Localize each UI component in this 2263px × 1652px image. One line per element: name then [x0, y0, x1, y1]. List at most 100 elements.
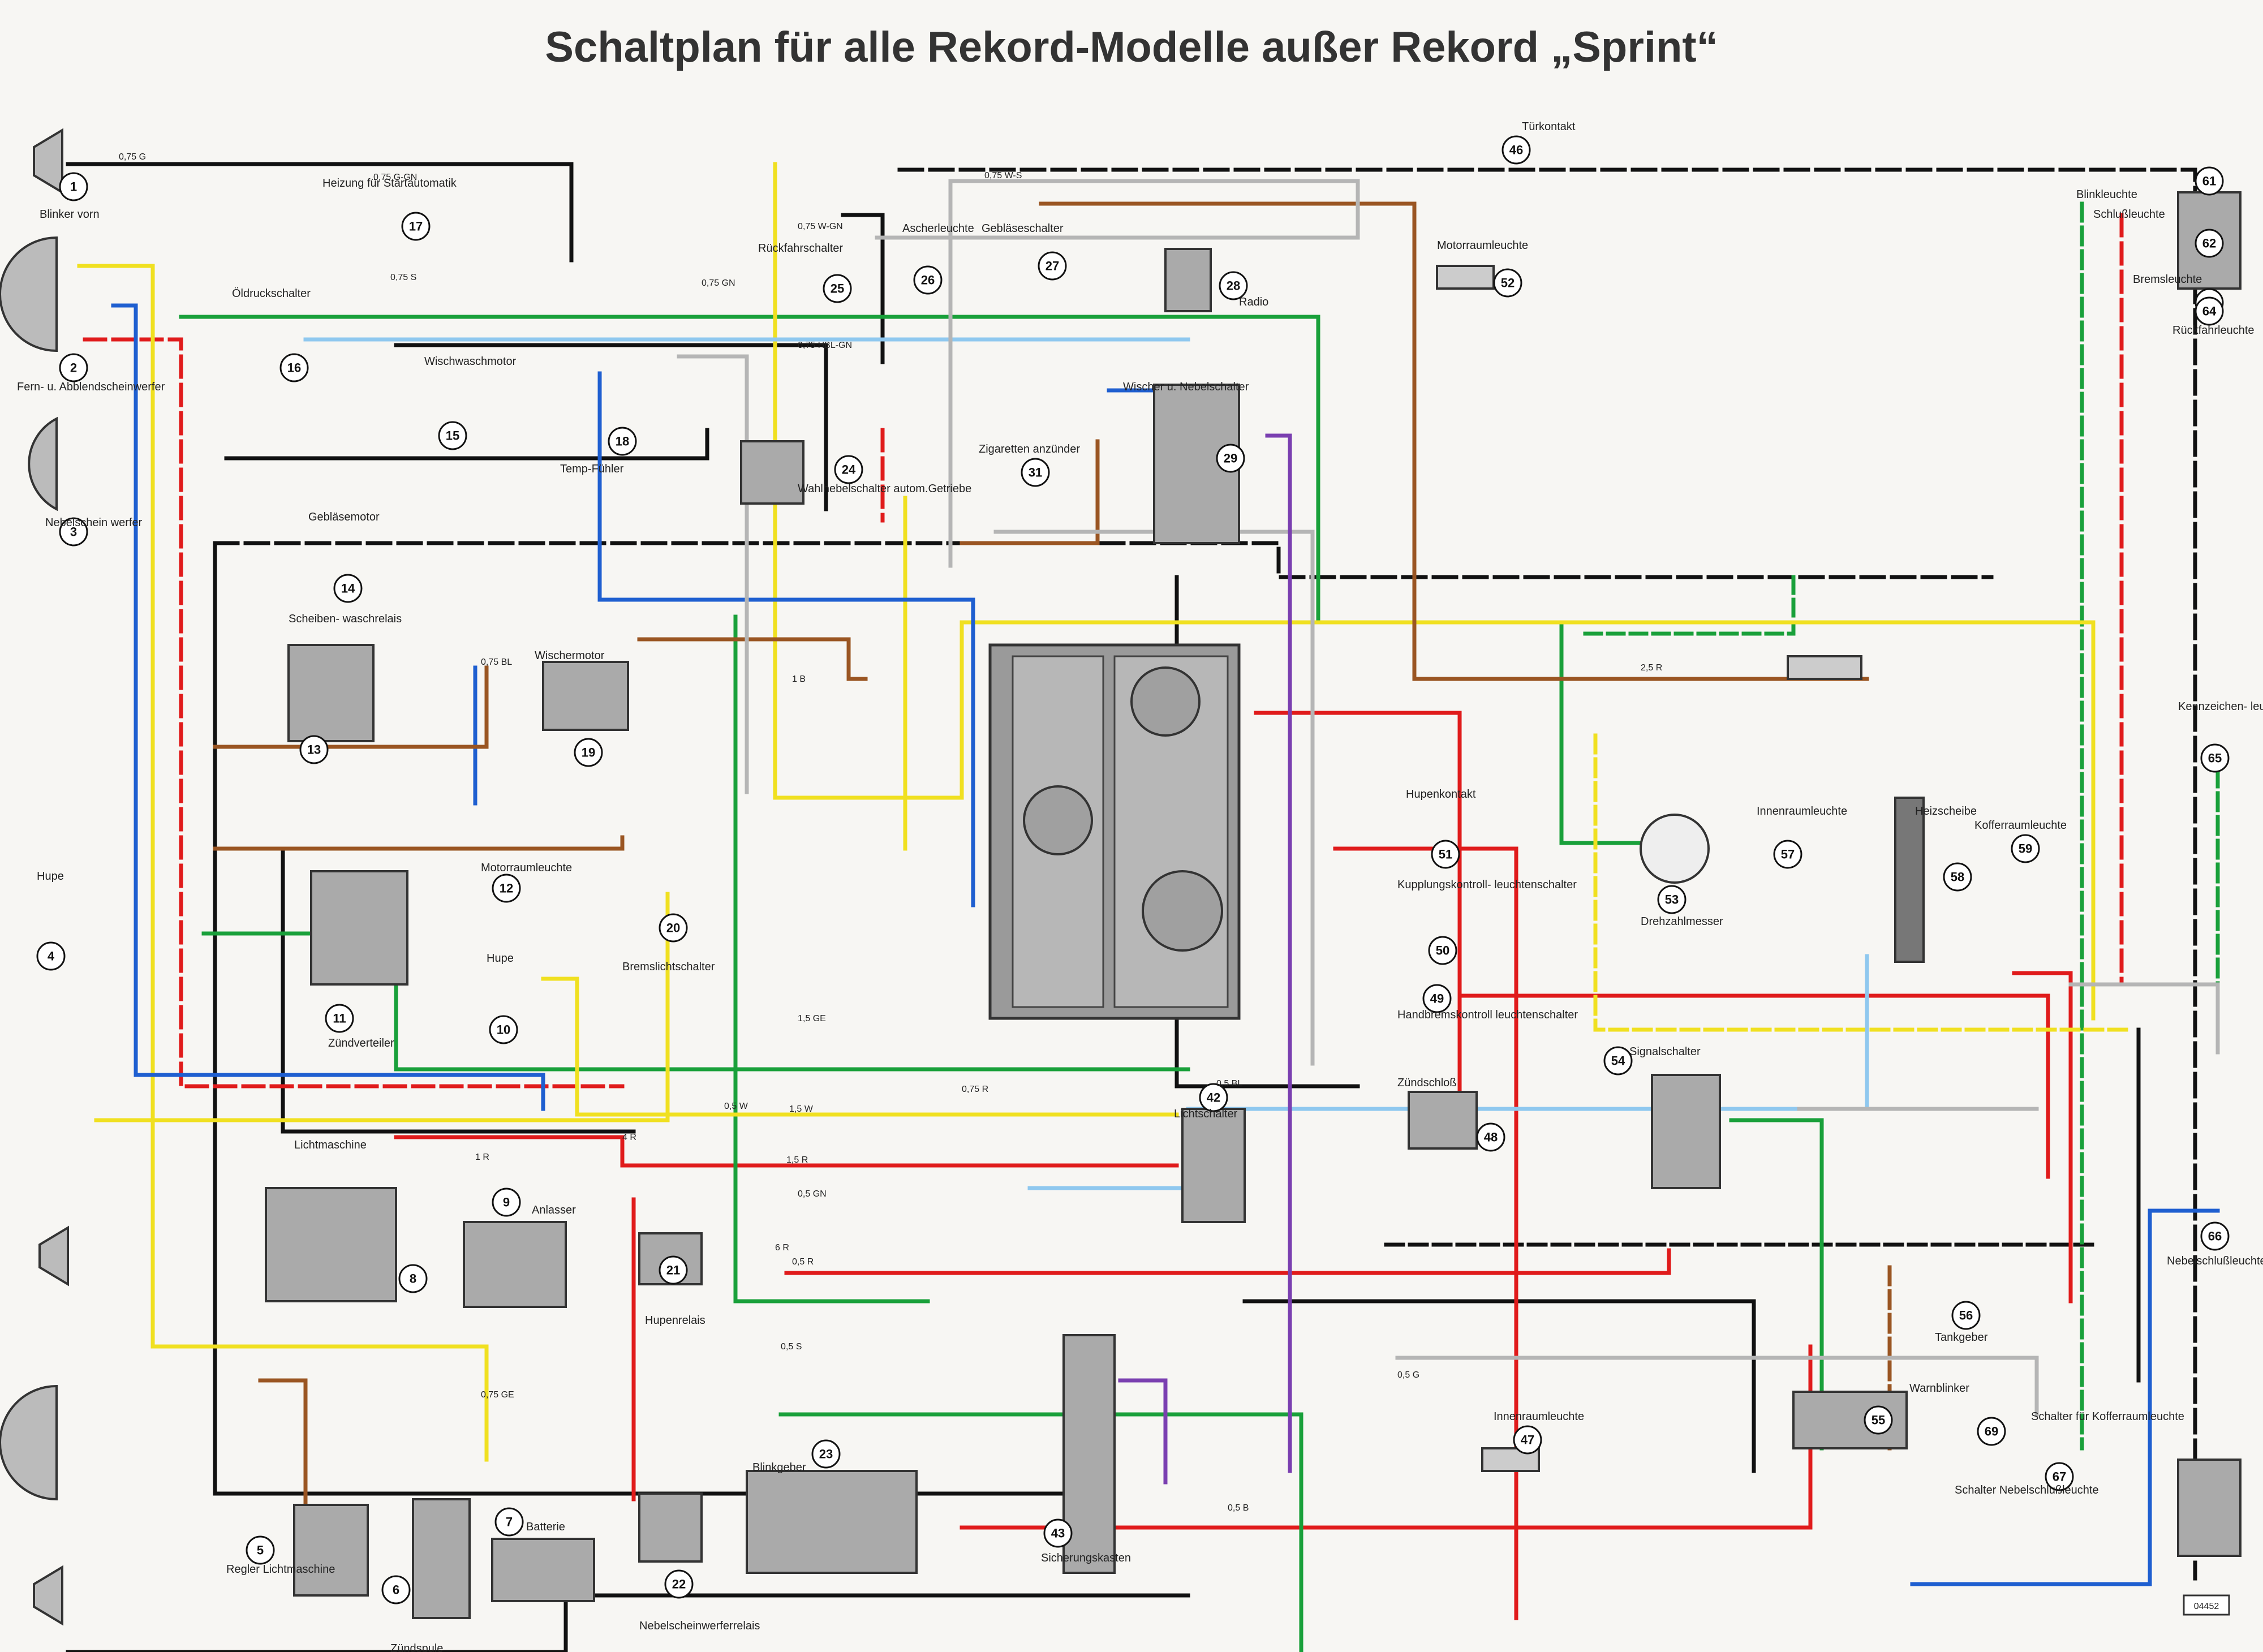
component-47-circle [1513, 1425, 1542, 1455]
component-27-badge: 27 [1038, 251, 1067, 281]
component-1-badge: 1 [59, 172, 88, 201]
component-57-circle [1773, 840, 1802, 869]
component-5-circle [246, 1535, 275, 1565]
component-symbols [0, 128, 2242, 1626]
component-24-circle [834, 455, 863, 484]
component-46-badge: 46 [1502, 135, 1531, 165]
component-12-badge: 12 [492, 874, 521, 903]
component-15-number: 15 [446, 429, 459, 443]
component-64-badge: 64 [2195, 296, 2224, 326]
wire-label: 0,75 S [390, 273, 416, 282]
component-18-badge: 18 [608, 427, 637, 456]
component-58-number: 58 [1951, 870, 1964, 884]
component-50-badge: 50 [1428, 936, 1457, 965]
component-22-circle [664, 1569, 694, 1599]
component-26-badge: 26 [913, 265, 943, 295]
component-25-number: 25 [831, 282, 844, 296]
component-7-badge: 7 [494, 1507, 524, 1537]
component-11-circle [325, 1004, 354, 1033]
component-54-badge: 54 [1603, 1046, 1633, 1075]
component-56-number: 56 [1959, 1309, 1973, 1323]
component-7-label: Batterie [526, 1521, 565, 1533]
component-25-circle [823, 274, 852, 303]
component-26-label: Ascherleuchte [902, 222, 974, 235]
component-17-circle [401, 212, 431, 241]
component-52-circle [1493, 268, 1522, 298]
component-53-label: Drehzahlmesser [1641, 915, 1723, 928]
component-13-circle [299, 735, 329, 764]
component-46-number: 46 [1509, 143, 1523, 157]
component-14-circle [333, 574, 363, 603]
component-10-badge: 10 [489, 1015, 518, 1044]
wire-label: 1 R [475, 1152, 489, 1162]
component-6-number: 6 [393, 1583, 399, 1597]
component-53-badge: 53 [1657, 885, 1687, 914]
component-28-badge: 28 [1219, 271, 1248, 300]
component-22-number: 22 [672, 1577, 686, 1591]
component-6-label: Zündspule [390, 1642, 443, 1652]
component-14-badge: 14 [333, 574, 363, 603]
component-53-number: 53 [1665, 893, 1679, 907]
component-3-number: 3 [70, 525, 77, 539]
component-1-circle [59, 172, 88, 201]
component-43-badge: 43 [1043, 1518, 1073, 1548]
component-29-number: 29 [1224, 451, 1237, 466]
component-65-label: Kennzeichen- leuchte [2178, 700, 2263, 713]
component-50-circle [1428, 936, 1457, 965]
wire-label: 0,5 GN [798, 1189, 827, 1199]
component-49-number: 49 [1430, 992, 1444, 1006]
wire-label: 1,5 R [786, 1155, 808, 1165]
component-24-label: Wahlhebelschalter autom.Getriebe [798, 483, 971, 495]
component-64-number: 64 [2202, 304, 2217, 319]
component-12-number: 12 [500, 881, 513, 896]
component-9-badge: 9 [492, 1188, 521, 1217]
component-2-circle [59, 353, 88, 382]
component-1-number: 1 [70, 180, 77, 194]
component-18-number: 18 [616, 434, 629, 449]
component-51-label: Hupenkontakt [1406, 788, 1476, 801]
component-57-label: Innenraumleuchte [1757, 805, 1847, 818]
component-21-label: Hupenrelais [645, 1314, 705, 1327]
component-28-number: 28 [1227, 279, 1240, 293]
component-16-label: Öldruckschalter [232, 287, 311, 300]
component-65-circle [2200, 743, 2230, 773]
component-46-label: Türkontakt [1522, 121, 1576, 133]
drawing-number: 04452 [2194, 1602, 2219, 1611]
component-16-circle [279, 353, 309, 382]
component-65-number: 65 [2208, 751, 2222, 765]
component-20-badge: 20 [659, 913, 688, 943]
wire-label: 4 R [622, 1133, 636, 1142]
wire-label: 6 R [775, 1243, 789, 1253]
component-53-circle [1657, 885, 1687, 914]
component-59-badge: 59 [2011, 834, 2040, 863]
component-69-number: 69 [1985, 1425, 1998, 1439]
component-58-circle [1943, 862, 1972, 892]
component-9-circle [492, 1188, 521, 1217]
component-6-circle [381, 1575, 411, 1604]
component-58-label: Heizscheibe [1915, 805, 1977, 818]
component-55-label: Warnblinker [1909, 1382, 1969, 1395]
wire-label: 1,5 W [789, 1104, 814, 1114]
component-20-label: Bremslichtschalter [622, 961, 715, 973]
component-28-circle [1219, 271, 1248, 300]
component-43-label: Sicherungskasten [1041, 1552, 1131, 1564]
component-21-number: 21 [666, 1263, 680, 1277]
component-50-label: Kupplungskontroll- leuchtenschalter [1397, 879, 1577, 891]
component-7-number: 7 [506, 1515, 513, 1529]
component-61-number: 61 [2202, 174, 2216, 188]
component-51-circle [1431, 840, 1460, 869]
component-42-badge: 42 [1199, 1083, 1228, 1112]
component-8-circle [398, 1264, 428, 1293]
wire-label: 0,75 W-GN [798, 222, 843, 231]
component-1-label: Blinker vorn [40, 208, 100, 221]
component-17-label: Heizung für Startautomatik [322, 177, 457, 190]
component-25-label: Rückfahrschalter [758, 242, 843, 255]
component-48-number: 48 [1484, 1130, 1498, 1145]
component-69-circle [1977, 1417, 2006, 1446]
component-23-number: 23 [819, 1447, 833, 1461]
component-61-label: Blinkleuchte [2076, 188, 2137, 201]
component-20-number: 20 [666, 921, 680, 935]
